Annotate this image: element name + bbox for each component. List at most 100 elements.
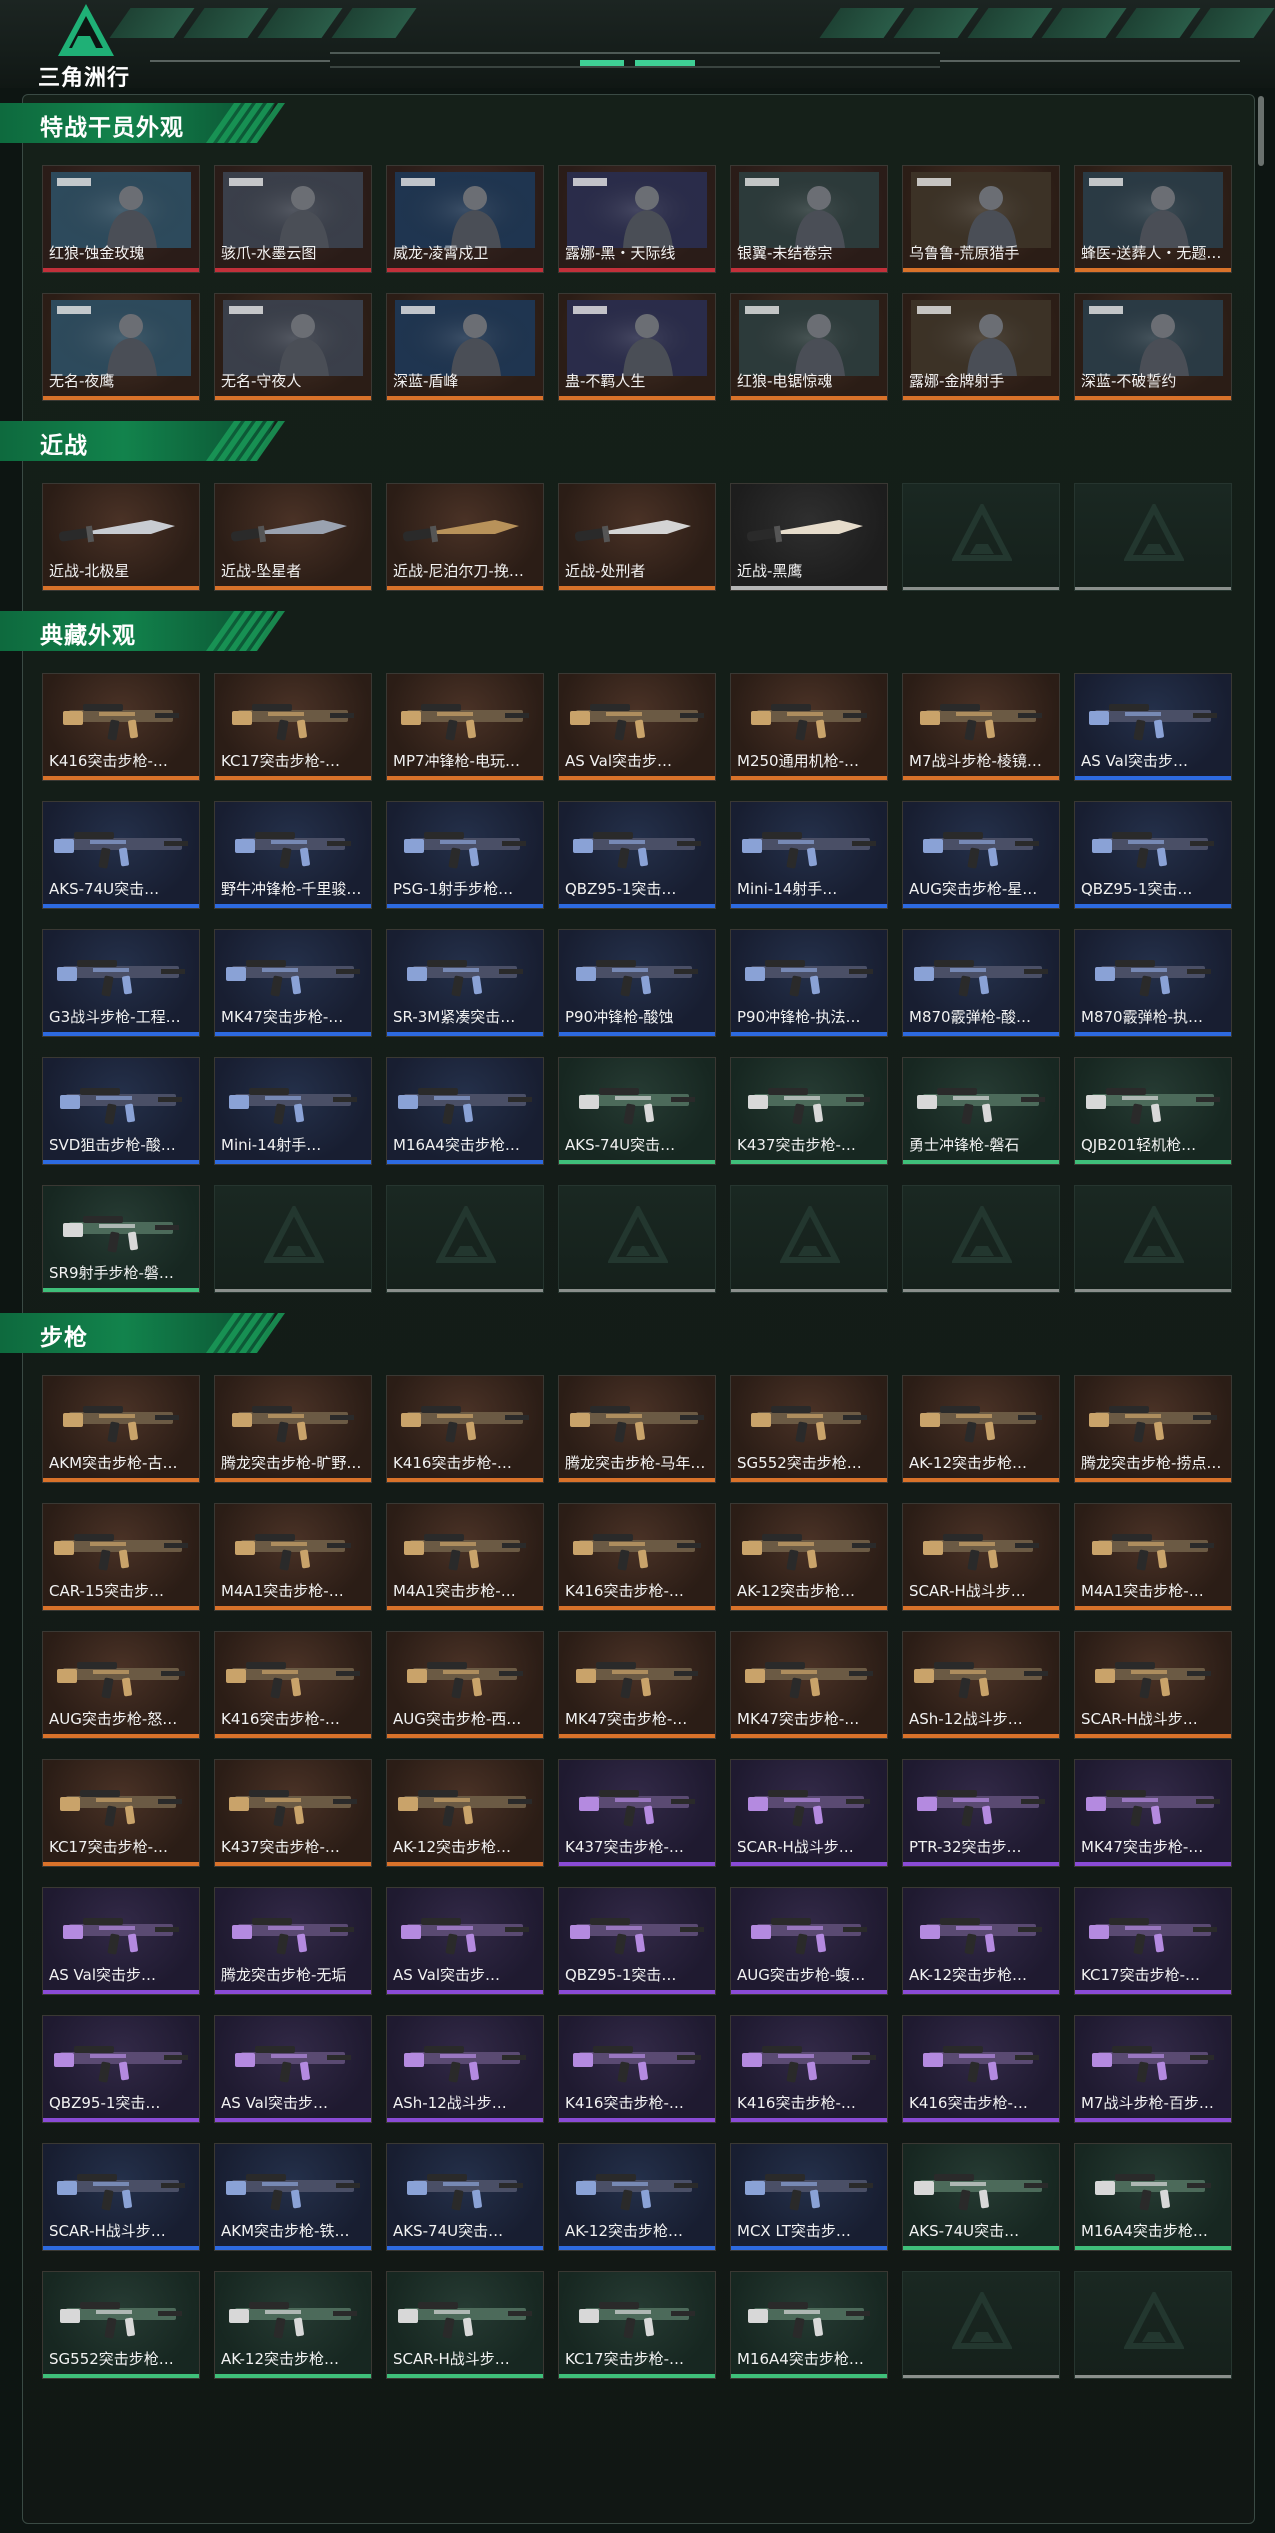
skin-card[interactable]: M4A1突击步枪-… xyxy=(386,1503,544,1611)
skin-card[interactable]: MCX LT突击步… xyxy=(730,2143,888,2251)
skin-card[interactable]: SCAR-H战斗步… xyxy=(902,1503,1060,1611)
skin-card[interactable]: 野牛冲锋枪-千里骏… xyxy=(214,801,372,909)
skin-card[interactable]: SR-3M紧凑突击… xyxy=(386,929,544,1037)
skin-card[interactable]: 乌鲁鲁-荒原猎手 xyxy=(902,165,1060,273)
skin-card[interactable]: AK-12突击步枪… xyxy=(386,1759,544,1867)
scrollbar-thumb[interactable] xyxy=(1258,96,1264,166)
skin-card[interactable]: AS Val突击步… xyxy=(1074,673,1232,781)
skin-card[interactable]: SCAR-H战斗步… xyxy=(1074,1631,1232,1739)
skin-card[interactable]: SG552突击步枪… xyxy=(730,1375,888,1483)
skin-card[interactable]: QJB201轻机枪… xyxy=(1074,1057,1232,1165)
skin-card[interactable]: K416突击步枪-… xyxy=(558,1503,716,1611)
skin-card[interactable]: AK-12突击步枪… xyxy=(730,1503,888,1611)
skin-card[interactable]: 红狼-电锯惊魂 xyxy=(730,293,888,401)
skin-card[interactable]: AS Val突击步… xyxy=(42,1887,200,1995)
skin-card[interactable]: M4A1突击步枪-… xyxy=(214,1503,372,1611)
skin-card[interactable]: MK47突击步枪-… xyxy=(214,929,372,1037)
skin-card[interactable]: 近战-北极星 xyxy=(42,483,200,591)
skin-card[interactable]: K416突击步枪-… xyxy=(558,2015,716,2123)
skin-card[interactable]: AK-12突击步枪… xyxy=(902,1887,1060,1995)
skin-card[interactable]: 深蓝-不破誓约 xyxy=(1074,293,1232,401)
skin-card[interactable]: Mini-14射手… xyxy=(730,801,888,909)
skin-card[interactable]: 近战-坠星者 xyxy=(214,483,372,591)
skin-card[interactable]: 无名-夜鹰 xyxy=(42,293,200,401)
skin-card[interactable]: 露娜-黑・天际线 xyxy=(558,165,716,273)
skin-card[interactable]: KC17突击步枪-… xyxy=(214,673,372,781)
skin-card[interactable]: 露娜-金牌射手 xyxy=(902,293,1060,401)
skin-card[interactable]: AKS-74U突击… xyxy=(558,1057,716,1165)
skin-card[interactable]: AS Val突击步… xyxy=(386,1887,544,1995)
skin-card[interactable]: MK47突击步枪-… xyxy=(1074,1759,1232,1867)
skin-card[interactable]: KC17突击步枪-… xyxy=(42,1759,200,1867)
skin-card[interactable]: 腾龙突击步枪-捞点… xyxy=(1074,1375,1232,1483)
skin-card[interactable]: PTR-32突击步… xyxy=(902,1759,1060,1867)
skin-card[interactable]: SCAR-H战斗步… xyxy=(386,2271,544,2379)
skin-card[interactable]: AUG突击步枪-西… xyxy=(386,1631,544,1739)
skin-card[interactable]: AKS-74U突击… xyxy=(386,2143,544,2251)
skin-card[interactable]: 红狼-蚀金玫瑰 xyxy=(42,165,200,273)
skin-card[interactable]: AUG突击步枪-蝮… xyxy=(730,1887,888,1995)
skin-card[interactable]: K416突击步枪-… xyxy=(42,673,200,781)
skin-card[interactable]: M7战斗步枪-百步… xyxy=(1074,2015,1232,2123)
skin-card[interactable]: AKS-74U突击… xyxy=(902,2143,1060,2251)
skin-card[interactable]: K416突击步枪-… xyxy=(386,1375,544,1483)
skin-card[interactable]: 蛊-不羁人生 xyxy=(558,293,716,401)
skin-card[interactable]: 蜂医-送葬人・无题… xyxy=(1074,165,1232,273)
skin-card[interactable]: Mini-14射手… xyxy=(214,1057,372,1165)
skin-card[interactable]: M7战斗步枪-棱镜… xyxy=(902,673,1060,781)
skin-card[interactable]: 近战-尼泊尔刀-挽… xyxy=(386,483,544,591)
skin-card[interactable]: AKS-74U突击… xyxy=(42,801,200,909)
skin-card[interactable]: K416突击步枪-… xyxy=(730,2015,888,2123)
skin-card[interactable]: AUG突击步枪-星… xyxy=(902,801,1060,909)
skin-card[interactable]: AKM突击步枪-铁… xyxy=(214,2143,372,2251)
skin-card[interactable]: M870霰弹枪-酸… xyxy=(902,929,1060,1037)
skin-card[interactable]: AKM突击步枪-古… xyxy=(42,1375,200,1483)
skin-card[interactable]: K437突击步枪-… xyxy=(214,1759,372,1867)
skin-card[interactable]: 近战-黑鹰 xyxy=(730,483,888,591)
skin-card[interactable]: M870霰弹枪-执… xyxy=(1074,929,1232,1037)
skin-card[interactable]: MK47突击步枪-… xyxy=(730,1631,888,1739)
skin-card[interactable]: MK47突击步枪-… xyxy=(558,1631,716,1739)
skin-card[interactable]: AK-12突击步枪… xyxy=(902,1375,1060,1483)
skin-card[interactable]: AS Val突击步… xyxy=(214,2015,372,2123)
skin-card[interactable]: SVD狙击步枪-酸… xyxy=(42,1057,200,1165)
skin-card[interactable]: AK-12突击步枪… xyxy=(214,2271,372,2379)
skin-card[interactable]: K416突击步枪-… xyxy=(902,2015,1060,2123)
skin-card[interactable]: SCAR-H战斗步… xyxy=(730,1759,888,1867)
skin-card[interactable]: AK-12突击步枪… xyxy=(558,2143,716,2251)
skin-card[interactable]: 威龙-凌霄戍卫 xyxy=(386,165,544,273)
skin-card[interactable]: 腾龙突击步枪-马年… xyxy=(558,1375,716,1483)
skin-card[interactable]: M16A4突击步枪… xyxy=(730,2271,888,2379)
skin-card[interactable]: 腾龙突击步枪-旷野… xyxy=(214,1375,372,1483)
skin-card[interactable]: SG552突击步枪… xyxy=(42,2271,200,2379)
skin-card[interactable]: P90冲锋枪-执法… xyxy=(730,929,888,1037)
skin-card[interactable]: 无名-守夜人 xyxy=(214,293,372,401)
skin-card[interactable]: QBZ95-1突击… xyxy=(42,2015,200,2123)
skin-card[interactable]: PSG-1射手步枪… xyxy=(386,801,544,909)
skin-card[interactable]: 骇爪-水墨云图 xyxy=(214,165,372,273)
skin-card[interactable]: M4A1突击步枪-… xyxy=(1074,1503,1232,1611)
skin-card[interactable]: G3战斗步枪-工程… xyxy=(42,929,200,1037)
skin-card[interactable]: KC17突击步枪-… xyxy=(1074,1887,1232,1995)
skin-card[interactable]: 深蓝-盾峰 xyxy=(386,293,544,401)
skin-card[interactable]: MP7冲锋枪-电玩… xyxy=(386,673,544,781)
skin-card[interactable]: K416突击步枪-… xyxy=(214,1631,372,1739)
skin-card[interactable]: ASh-12战斗步… xyxy=(386,2015,544,2123)
skin-card[interactable]: QBZ95-1突击… xyxy=(558,801,716,909)
skin-card[interactable]: QBZ95-1突击… xyxy=(558,1887,716,1995)
skin-card[interactable]: M16A4突击步枪… xyxy=(1074,2143,1232,2251)
skin-card[interactable]: AUG突击步枪-怒… xyxy=(42,1631,200,1739)
skin-card[interactable]: M16A4突击步枪… xyxy=(386,1057,544,1165)
skin-card[interactable]: P90冲锋枪-酸蚀 xyxy=(558,929,716,1037)
skin-card[interactable]: M250通用机枪-… xyxy=(730,673,888,781)
skin-card[interactable]: 勇士冲锋枪-磐石 xyxy=(902,1057,1060,1165)
skin-card[interactable]: KC17突击步枪-… xyxy=(558,2271,716,2379)
skin-card[interactable]: 近战-处刑者 xyxy=(558,483,716,591)
skin-card[interactable]: AS Val突击步… xyxy=(558,673,716,781)
skin-card[interactable]: K437突击步枪-… xyxy=(558,1759,716,1867)
skin-card[interactable]: SCAR-H战斗步… xyxy=(42,2143,200,2251)
skin-card[interactable]: SR9射手步枪-磐… xyxy=(42,1185,200,1293)
skin-card[interactable]: CAR-15突击步… xyxy=(42,1503,200,1611)
skin-card[interactable]: ASh-12战斗步… xyxy=(902,1631,1060,1739)
skin-card[interactable]: 银翼-未结卷宗 xyxy=(730,165,888,273)
